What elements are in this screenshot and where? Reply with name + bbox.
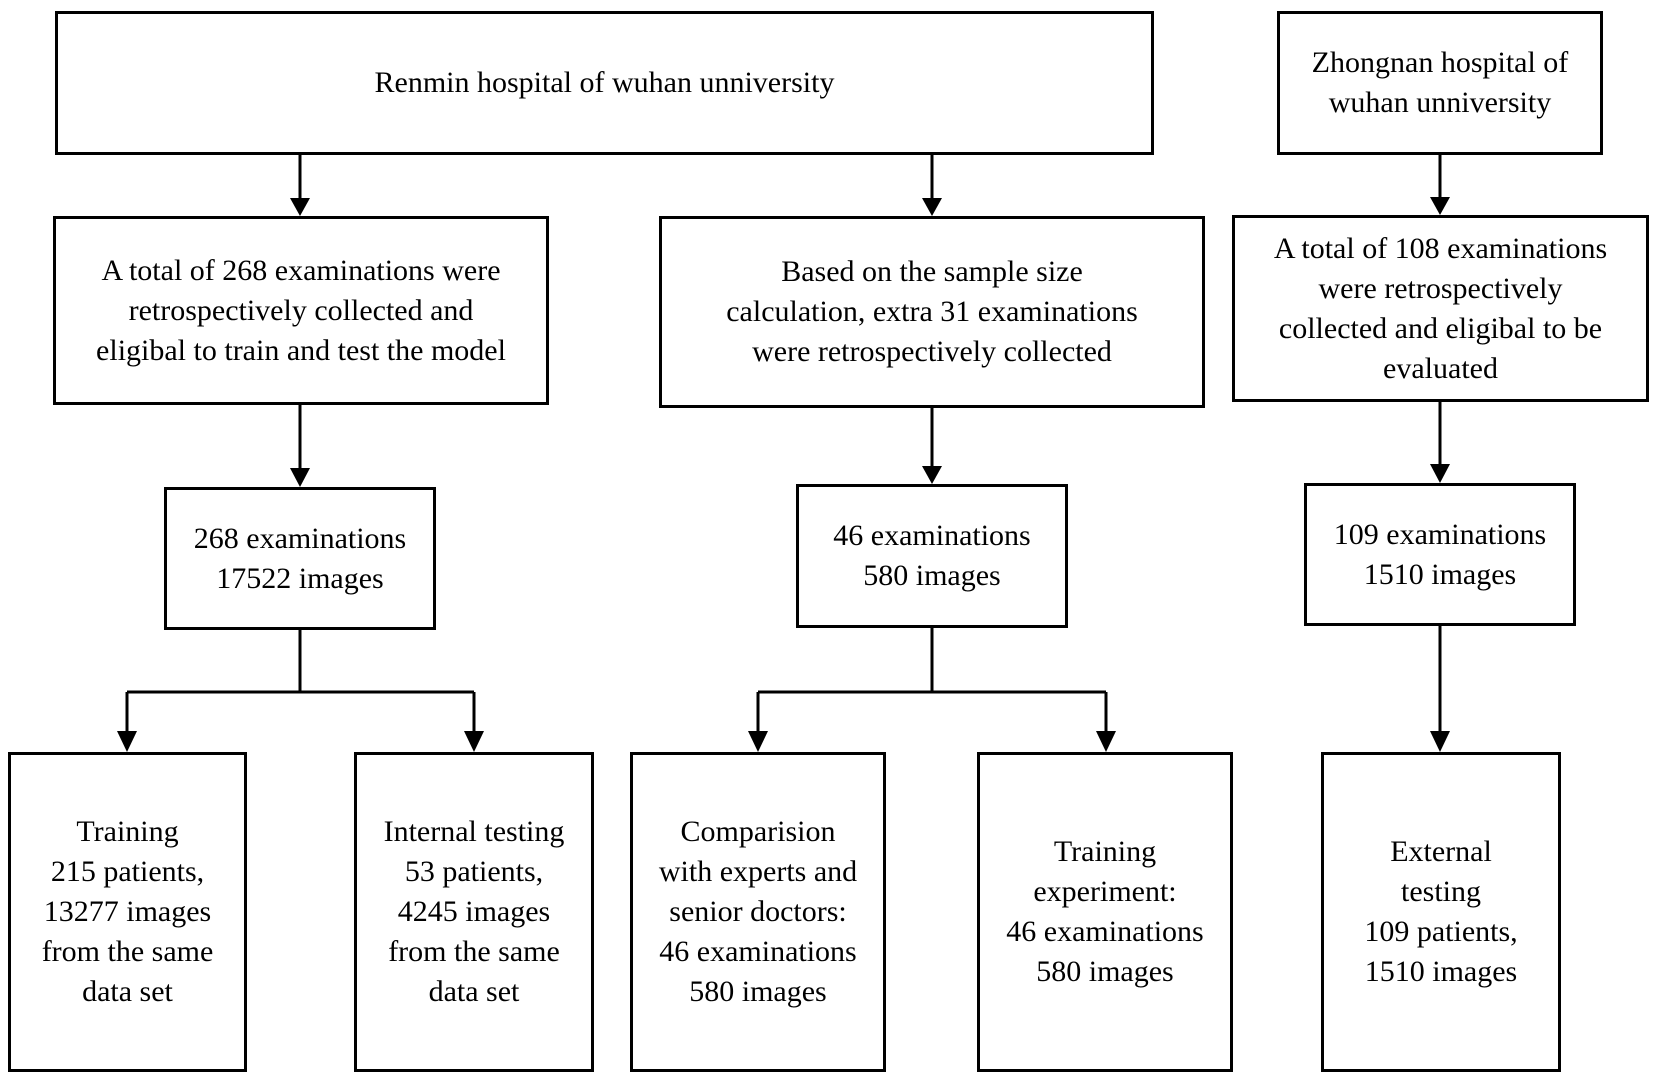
box-line: A total of 108 examinations xyxy=(1273,231,1608,265)
box-line: 1510 images xyxy=(1363,557,1517,591)
external-testing-box: External testing 109 patients, 1510 imag… xyxy=(1321,752,1561,1072)
box-line: 580 images xyxy=(689,975,827,1008)
arrowhead xyxy=(922,466,942,484)
box-line: 53 patients, xyxy=(404,855,544,888)
box-line: Internal testing xyxy=(383,815,565,848)
arrowhead xyxy=(922,198,942,216)
box-line: Comparision xyxy=(680,815,836,848)
arrowhead xyxy=(1430,197,1450,215)
internal-testing-box: Internal testing 53 patients, 4245 image… xyxy=(354,752,594,1072)
box-line: calculation, extra 31 examinations xyxy=(726,295,1138,328)
box-line: Renmin hospital of wuhan unniversity xyxy=(374,66,835,99)
training-box: Training 215 patients, 13277 images from… xyxy=(8,752,247,1072)
arrowhead xyxy=(1096,731,1116,752)
arrowhead xyxy=(748,731,768,752)
arrowhead xyxy=(464,731,484,752)
box-line: from the same xyxy=(388,935,560,968)
box-line: evaluated xyxy=(1383,351,1498,385)
arrowhead xyxy=(1430,731,1450,752)
zhongnan-hospital-box: Zhongnan hospital of wuhan unniversity xyxy=(1277,11,1603,155)
arrowhead xyxy=(117,731,137,752)
box-line: with experts and xyxy=(658,855,858,888)
box-line: 1510 images xyxy=(1364,955,1518,988)
box-line: were retrospectively xyxy=(1318,271,1563,305)
box-line: Training xyxy=(1053,835,1157,868)
box-line: External xyxy=(1390,835,1492,868)
box-line: 215 patients, xyxy=(50,855,205,888)
box-line: 580 images xyxy=(863,559,1001,592)
box-line: collected and eligibal to be xyxy=(1278,311,1603,345)
box-line: 46 examinations xyxy=(659,935,857,968)
box-line: retrospectively collected and xyxy=(128,293,474,327)
extra-summary-box: 46 examinations 580 images xyxy=(796,484,1068,628)
box-line: data set xyxy=(428,975,520,1008)
box-line: experiment: xyxy=(1033,875,1177,908)
box-line: wuhan unniversity xyxy=(1328,86,1552,119)
arrowhead xyxy=(1430,464,1450,483)
box-line: eligibal to train and test the model xyxy=(96,333,506,367)
renmin-hospital-box: Renmin hospital of wuhan unniversity xyxy=(55,11,1154,155)
box-line: testing xyxy=(1401,875,1481,908)
comparison-box: Comparision with experts and senior doct… xyxy=(630,752,886,1072)
renmin-collection-box: A total of 268 examinations were retrosp… xyxy=(53,216,549,405)
box-line: 109 patients, xyxy=(1364,915,1518,948)
training-experiment-box: Training experiment: 46 examinations 580… xyxy=(977,752,1233,1072)
extra-collection-box: Based on the sample size calculation, ex… xyxy=(659,216,1205,408)
renmin-summary-box: 268 examinations 17522 images xyxy=(164,487,436,630)
arrowhead xyxy=(290,198,310,216)
box-line: 109 examinations xyxy=(1333,517,1547,551)
box-line: Based on the sample size xyxy=(781,255,1083,288)
box-line: 13277 images xyxy=(43,895,212,928)
box-line: data set xyxy=(82,975,173,1008)
box-line: 268 examinations xyxy=(193,521,407,555)
zhongnan-collection-box: A total of 108 examinations were retrosp… xyxy=(1232,215,1649,402)
box-line: 4245 images xyxy=(397,895,551,928)
box-line: A total of 268 examinations were xyxy=(101,253,501,287)
box-line: 46 examinations xyxy=(1006,915,1204,948)
box-line: Zhongnan hospital of xyxy=(1311,46,1569,79)
box-line: 46 examinations xyxy=(833,519,1031,552)
box-line: senior doctors: xyxy=(669,895,847,928)
box-line: 580 images xyxy=(1036,955,1174,988)
box-line: 17522 images xyxy=(216,561,384,595)
box-line: from the same xyxy=(41,935,214,968)
arrowhead xyxy=(290,468,310,487)
box-line: were retrospectively collected xyxy=(752,335,1112,368)
box-line: Training xyxy=(76,815,179,848)
zhongnan-summary-box: 109 examinations 1510 images xyxy=(1304,483,1576,626)
